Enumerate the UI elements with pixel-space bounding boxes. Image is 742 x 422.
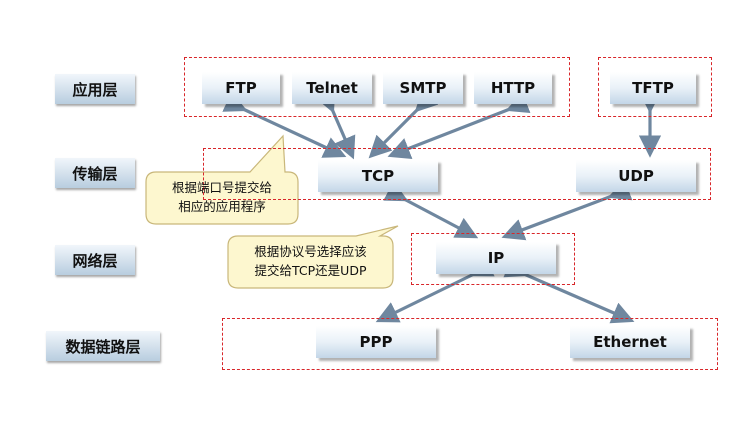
protocol-box-tftp: TFTP	[610, 72, 696, 104]
callout-protocol: 根据协议号选择应该 提交给TCP还是UDP	[230, 242, 391, 280]
protocol-box-udp: UDP	[576, 160, 696, 192]
arrow-tcp-ip	[383, 180, 479, 239]
protocol-box-ethernet: Ethernet	[570, 326, 690, 358]
protocol-box-http: HTTP	[474, 72, 552, 104]
protocol-box-ftp: FTP	[202, 72, 280, 104]
protocol-box-tcp: TCP	[318, 160, 438, 192]
transport-group-box	[203, 148, 711, 200]
callout-protocol-line2: 提交给TCP还是UDP	[254, 263, 367, 278]
protocol-box-telnet: Telnet	[292, 72, 372, 104]
arrow-udp-ip	[501, 179, 633, 241]
callout-port-shape	[145, 134, 299, 225]
layer-label-datalink: 数据链路层	[46, 331, 160, 361]
arrow-ip-ppp	[375, 256, 495, 323]
tftp-group-box	[598, 57, 712, 117]
protocol-box-ip: IP	[436, 242, 556, 274]
protocol-box-smtp: SMTP	[383, 72, 463, 104]
callout-protocol-line1: 根据协议号选择应该	[254, 244, 367, 259]
application-group-box	[184, 57, 570, 117]
ip-group-box	[411, 233, 575, 285]
protocol-box-ppp: PPP	[316, 326, 436, 358]
layer-label-transport: 传输层	[55, 158, 135, 188]
arrow-ip-ethernet	[503, 256, 635, 324]
callout-port-line1: 根据端口号提交给	[171, 180, 272, 195]
callout-port: 根据端口号提交给 相应的应用程序	[148, 178, 296, 216]
callout-protocol-shape	[227, 225, 399, 289]
layer-label-network: 网络层	[55, 245, 135, 275]
callout-port-line2: 相应的应用程序	[178, 199, 266, 214]
datalink-group-box	[222, 318, 718, 370]
layer-label-application: 应用层	[55, 74, 135, 104]
